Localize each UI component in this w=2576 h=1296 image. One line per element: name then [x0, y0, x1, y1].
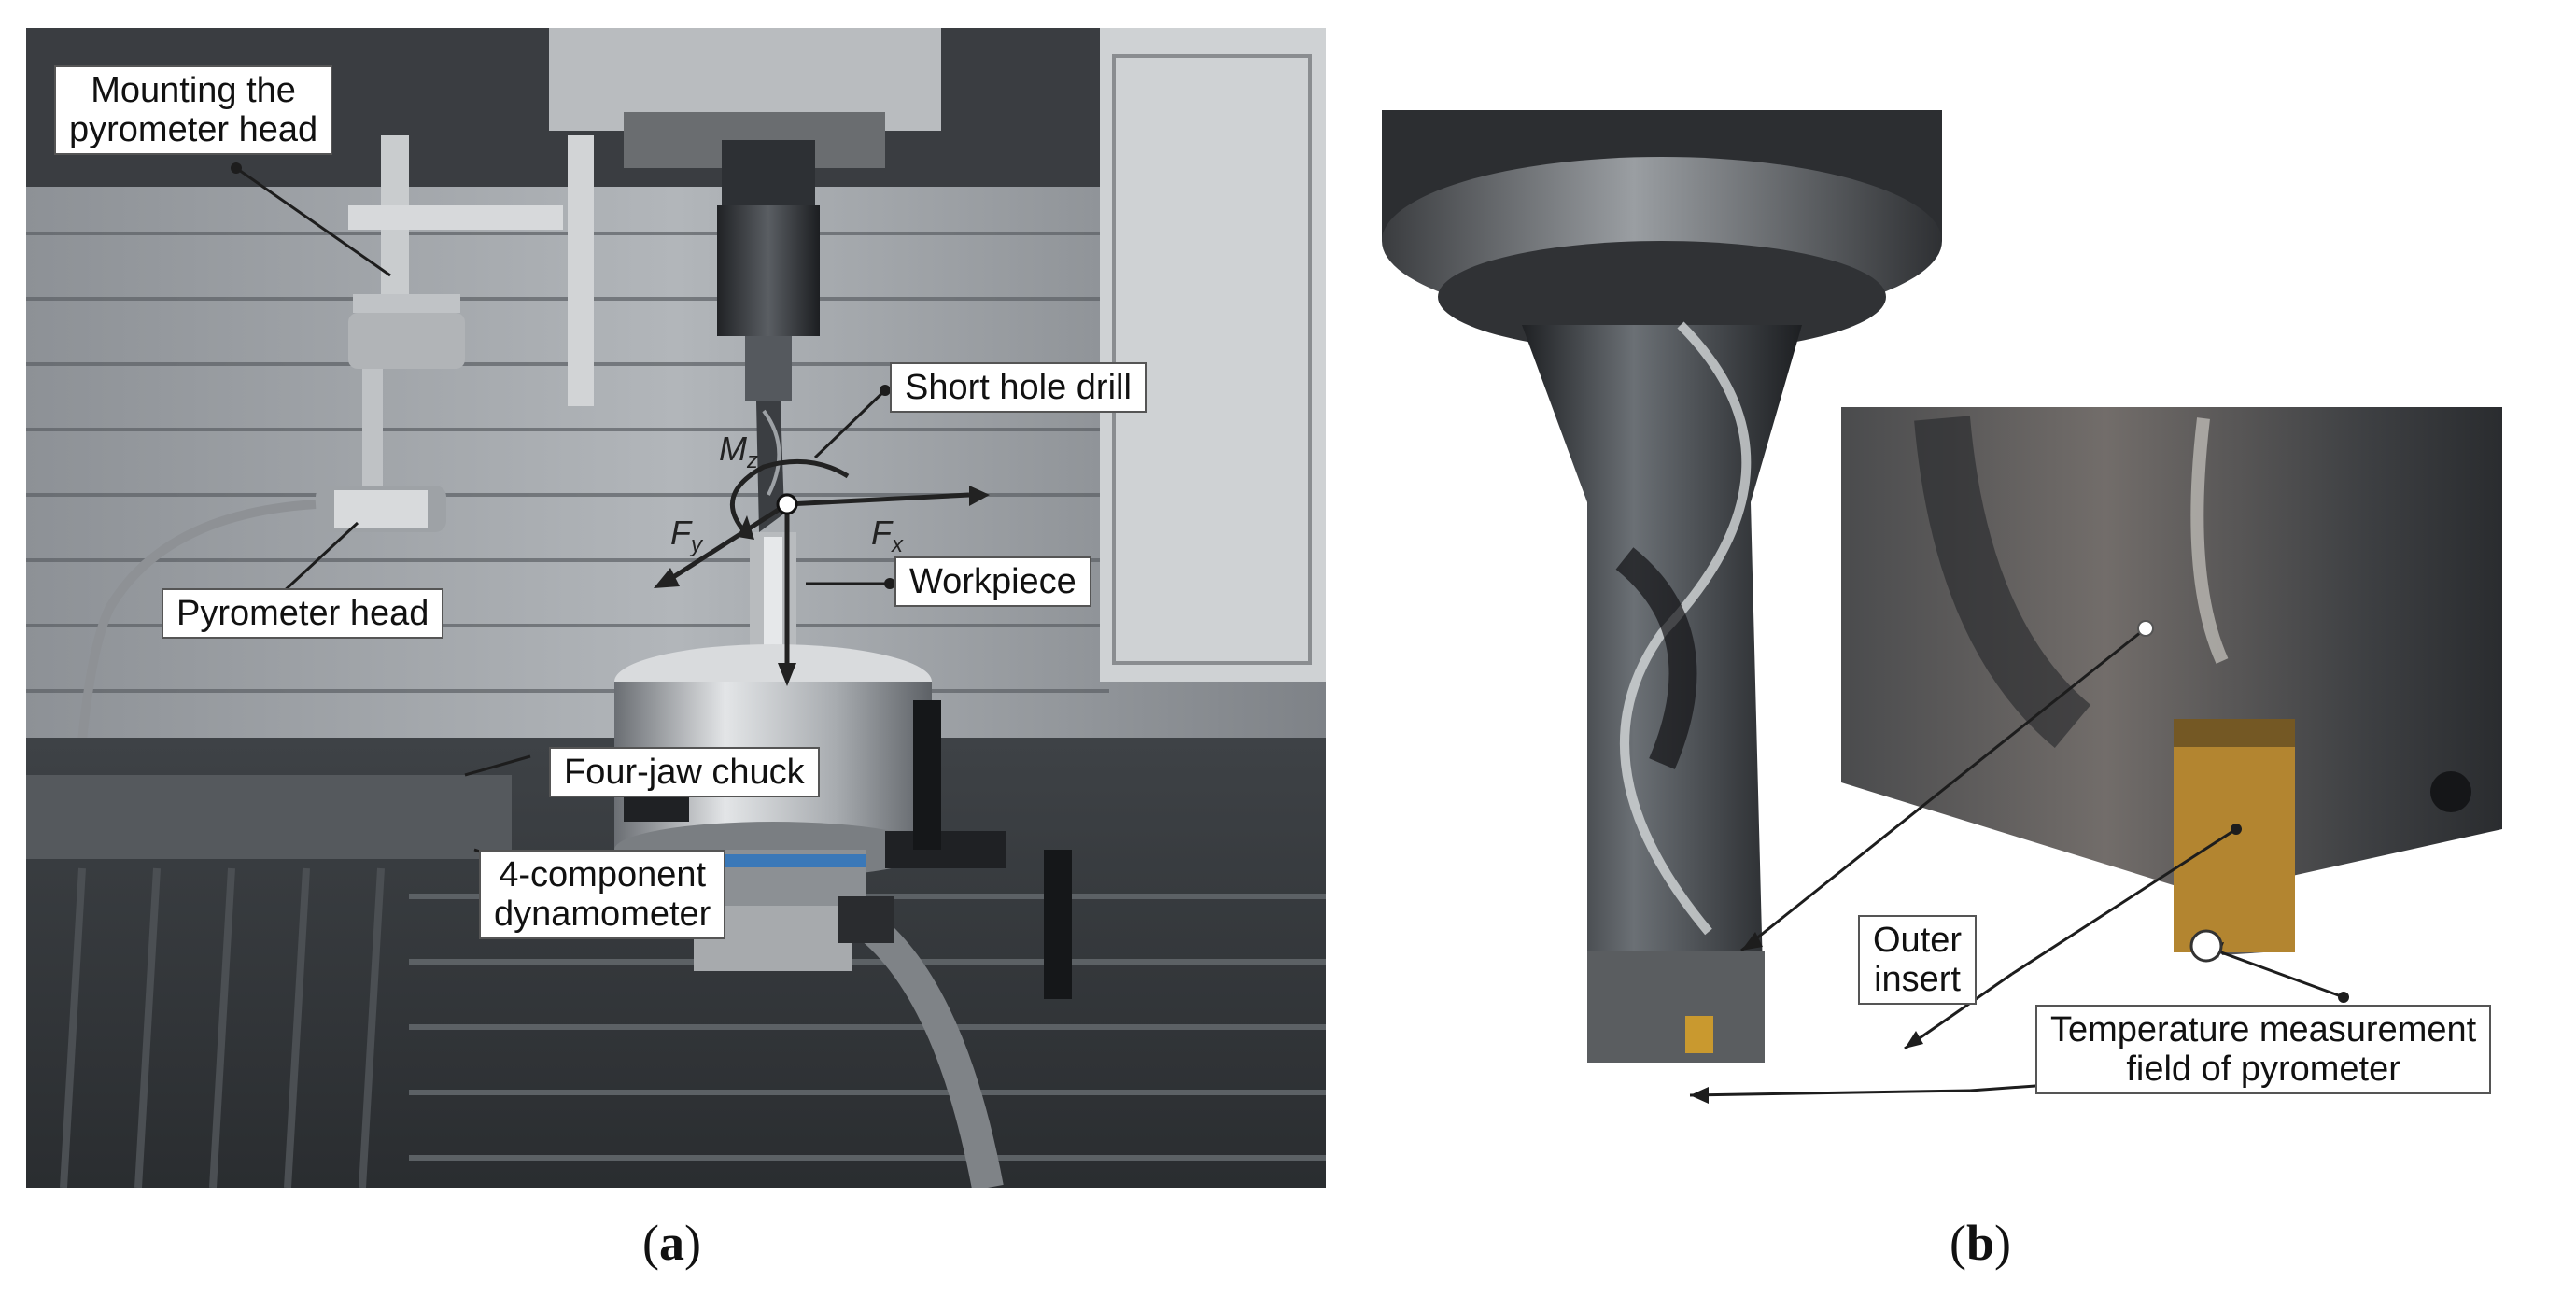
force-fy-label: Fy — [670, 514, 702, 558]
caption-b: (b) — [1950, 1215, 2012, 1271]
label-temperature-field: Temperature measurement field of pyromet… — [2035, 1005, 2492, 1094]
drill-photo — [1382, 110, 2502, 1063]
label-four-jaw-chuck: Four-jaw chuck — [549, 747, 820, 797]
annotation-lines-b — [1689, 620, 2349, 1104]
machine-photo — [26, 28, 1326, 1188]
photo-machining-setup: Mz Fy Fx Mounting the pyrometer head Sho… — [26, 28, 1326, 1188]
label-mounting-pyrometer-head: Mounting the pyrometer head — [54, 65, 333, 155]
label-outer-insert: Outer insert — [1858, 915, 1978, 1005]
label-workpiece: Workpiece — [894, 556, 1091, 607]
label-short-hole-drill: Short hole drill — [890, 362, 1147, 413]
moment-mz-label: Mz — [719, 430, 758, 474]
label-dynamometer: 4-component dynamometer — [479, 850, 726, 939]
photo-drill-detail: Outer insert Temperature measurement fie… — [1382, 110, 2575, 1119]
force-fx-label: Fx — [871, 514, 903, 558]
label-pyrometer-head: Pyrometer head — [162, 588, 444, 639]
caption-a: (a) — [642, 1215, 701, 1271]
